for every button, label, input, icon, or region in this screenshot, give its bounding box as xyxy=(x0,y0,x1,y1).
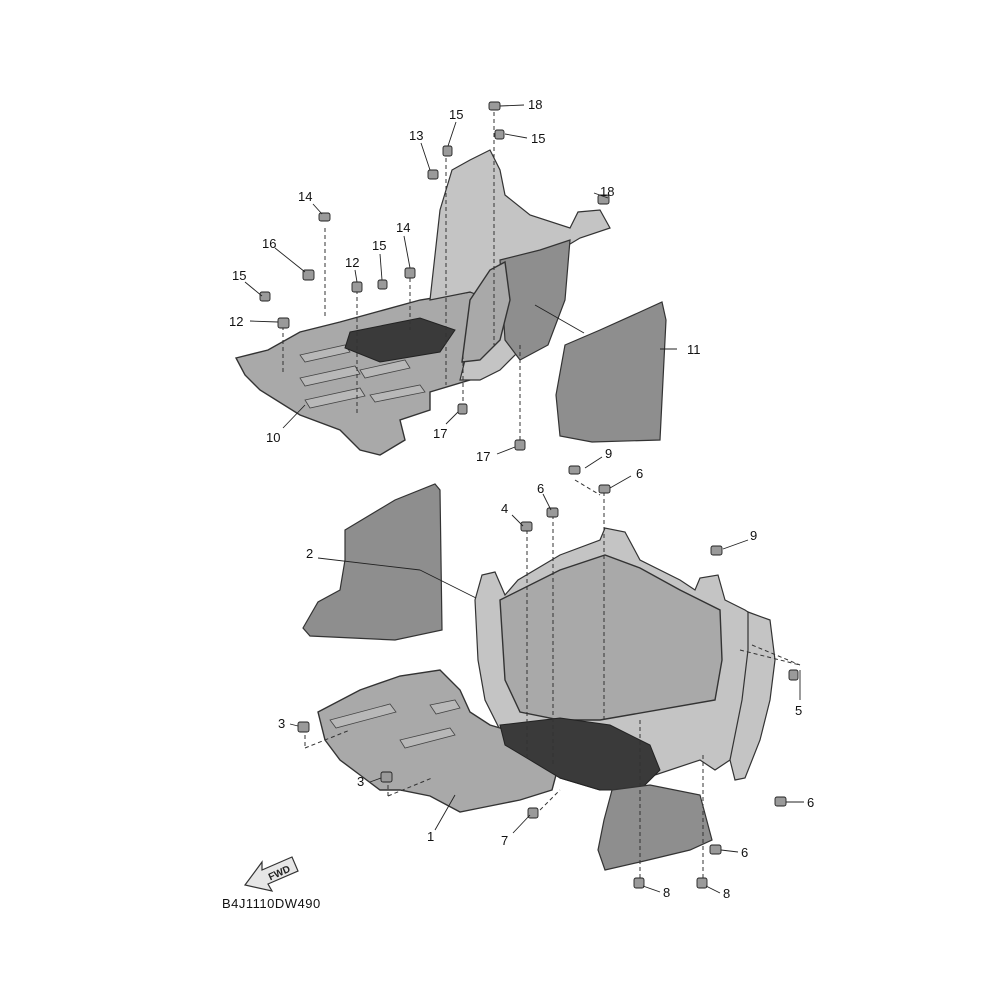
side-pad-11 xyxy=(555,301,667,443)
callouts: 18 15 15 13 18 14 16 14 15 12 15 12 11 1… xyxy=(229,97,814,901)
callout-16: 16 xyxy=(262,236,276,251)
callout-17: 17 xyxy=(476,449,490,464)
callout-4: 4 xyxy=(501,501,508,516)
callout-5: 5 xyxy=(795,703,802,718)
callout-14: 14 xyxy=(396,220,410,235)
floor-panel-upper xyxy=(234,149,611,456)
callout-3: 3 xyxy=(357,774,364,789)
callout-9: 9 xyxy=(750,528,757,543)
callout-18: 18 xyxy=(600,184,614,199)
callout-3: 3 xyxy=(278,716,285,731)
callout-17: 17 xyxy=(433,426,447,441)
callout-6: 6 xyxy=(636,466,643,481)
floor-panel-lower xyxy=(317,527,776,871)
callout-11: 11 xyxy=(687,342,701,357)
callout-1: 1 xyxy=(427,829,434,844)
callout-10: 10 xyxy=(266,430,280,445)
leader-lines xyxy=(244,104,804,894)
callout-6: 6 xyxy=(741,845,748,860)
side-pad-2 xyxy=(302,483,443,641)
callout-7: 7 xyxy=(501,833,508,848)
callout-14: 14 xyxy=(298,189,312,204)
callout-6: 6 xyxy=(537,481,544,496)
callout-8: 8 xyxy=(723,886,730,901)
fastener-heads xyxy=(259,101,799,889)
callout-2: 2 xyxy=(306,546,313,561)
callout-15: 15 xyxy=(232,268,246,283)
fastener-lines xyxy=(282,112,801,880)
callout-15: 15 xyxy=(449,107,463,122)
callout-8: 8 xyxy=(663,885,670,900)
callout-15: 15 xyxy=(372,238,386,253)
callout-13: 13 xyxy=(409,128,423,143)
drawing-code: B4J1110DW490 xyxy=(222,896,321,911)
callout-18: 18 xyxy=(528,97,542,112)
callout-12: 12 xyxy=(345,255,359,270)
callout-15: 15 xyxy=(531,131,545,146)
callout-6: 6 xyxy=(807,795,814,810)
fwd-arrow-icon: FWD xyxy=(243,856,299,892)
callout-12: 12 xyxy=(229,314,243,329)
callout-9: 9 xyxy=(605,446,612,461)
